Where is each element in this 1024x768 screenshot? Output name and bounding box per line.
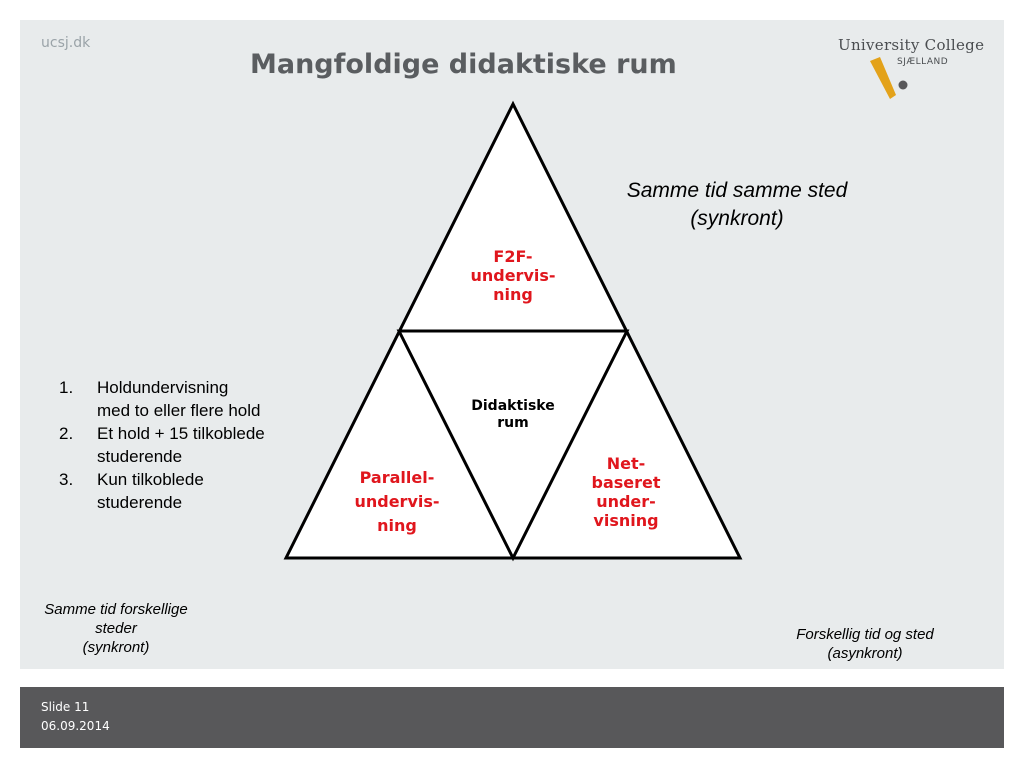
note-top-right: Samme tid samme sted (synkront) — [626, 179, 848, 230]
label-parallel: Parallel- undervis- ning — [354, 468, 440, 535]
note-bottom-left: Samme tid forskellige steder (synkront) — [44, 601, 188, 656]
university-logo-icon — [870, 57, 908, 99]
page-title: Mangfoldige didaktiske rum — [250, 49, 677, 80]
label-center: Didaktiske rum — [471, 398, 555, 431]
site-url[interactable]: ucsj.dk — [41, 35, 91, 51]
inner-triangle — [396, 329, 630, 562]
list-item-text: Kun tilkoblede studerende — [97, 470, 204, 512]
list-item: 1. Holdundervisning med to eller flere ho… — [55, 376, 265, 422]
list-item-text: Holdundervisning med to eller flere hold — [97, 378, 261, 420]
note-bottom-right: Forskellig tid og sted (asynkront) — [796, 626, 934, 662]
footer-bar — [20, 687, 1004, 748]
slide-number: Slide 11 — [41, 700, 90, 714]
logo-subtitle: SJÆLLAND — [897, 57, 949, 67]
list-item-number: 2. — [59, 424, 74, 443]
numbered-list: 1. Holdundervisning med to eller flere ho… — [55, 376, 265, 514]
list-item: 3. Kun tilkoblede studerende — [55, 468, 265, 514]
slide-date: 06.09.2014 — [41, 719, 110, 733]
label-f2f: F2F- undervis- ning — [470, 247, 556, 304]
list-item: 2. Et hold + 15 tilkoblede studerende — [55, 422, 265, 468]
list-item-number: 3. — [59, 470, 74, 489]
list-item-number: 1. — [59, 378, 74, 397]
list-item-text: Et hold + 15 tilkoblede studerende — [97, 424, 265, 466]
logo-name: University College — [838, 36, 985, 54]
label-netbaseret: Net- baseret under- visning — [591, 454, 661, 530]
